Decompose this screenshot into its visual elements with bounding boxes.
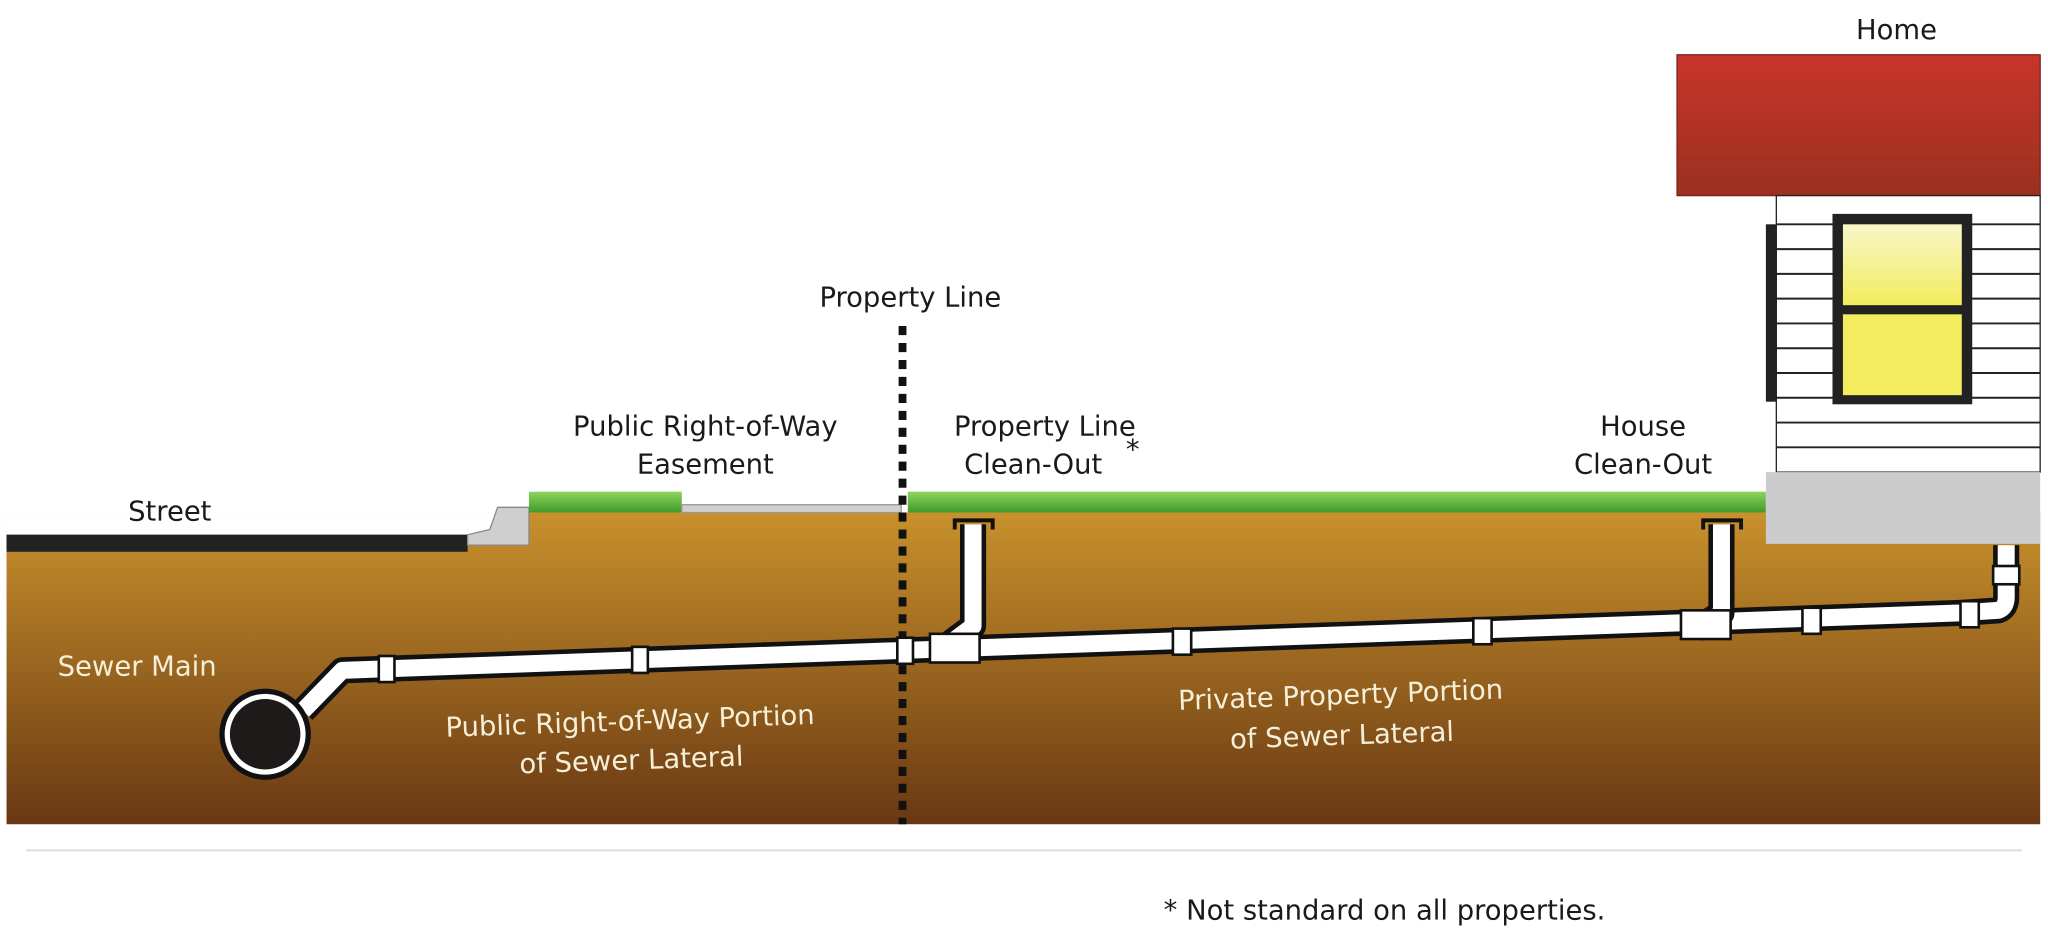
label-street: Street bbox=[128, 496, 212, 527]
sewer-main-pipe bbox=[219, 688, 311, 780]
label-easement-1: Public Right-of-Way bbox=[573, 412, 837, 443]
label-pl-cleanout-2: Clean-Out bbox=[964, 449, 1102, 480]
cleanout-caps bbox=[952, 518, 1744, 530]
window bbox=[1832, 213, 1973, 405]
label-property-line: Property Line bbox=[819, 282, 1001, 313]
house-foundation bbox=[1765, 472, 2041, 544]
grass-private bbox=[907, 491, 1766, 513]
label-easement-2: Easement bbox=[637, 449, 774, 480]
pipe-couplings bbox=[377, 564, 2021, 684]
street-bed bbox=[6, 512, 529, 535]
street-asphalt bbox=[6, 534, 468, 552]
label-home: Home bbox=[1856, 15, 1937, 46]
label-house-cleanout-1: House bbox=[1600, 412, 1686, 443]
shutter bbox=[1765, 224, 1777, 402]
label-house-cleanout-2: Clean-Out bbox=[1574, 449, 1712, 480]
label-pl-cleanout-asterisk: * bbox=[1126, 435, 1140, 466]
label-sewer-main: Sewer Main bbox=[58, 652, 217, 683]
sidewalk bbox=[681, 504, 902, 514]
soil bbox=[6, 512, 2041, 825]
label-pl-cleanout-1: Property Line bbox=[954, 412, 1136, 443]
house-roof bbox=[1676, 54, 2041, 197]
grass-easement bbox=[528, 491, 682, 513]
footnote: * Not standard on all properties. bbox=[1164, 895, 1606, 926]
